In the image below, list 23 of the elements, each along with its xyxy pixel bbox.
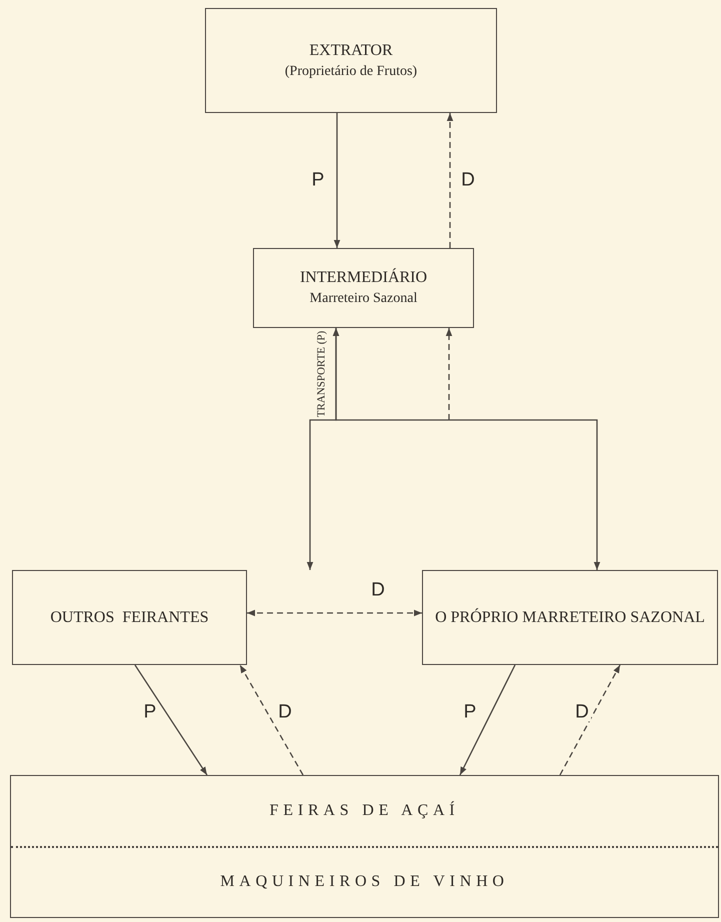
arrow <box>559 664 621 776</box>
actor-subtitle: Marreteiro Sazonal <box>310 290 418 308</box>
actor-box <box>205 8 497 113</box>
market-label: MAQUINEIROS DE VINHO <box>220 872 509 892</box>
actor-subtitle: (Proprietário de Frutos) <box>284 62 418 81</box>
arrow <box>446 113 454 248</box>
arrow <box>239 664 304 776</box>
actor-box <box>253 248 474 328</box>
market-label: FEIRAS DE AÇAÍ <box>270 800 460 821</box>
arrow <box>134 664 208 776</box>
arrow <box>334 113 340 248</box>
actor-box <box>422 570 718 665</box>
actor-box <box>12 570 247 665</box>
arrow <box>247 610 422 616</box>
edge-label: TRANSPORTE (P) <box>316 330 328 418</box>
actor-title: EXTRATOR <box>309 40 393 61</box>
actor-title: OUTROS FEIRANTES <box>50 608 209 628</box>
arrow <box>459 664 516 776</box>
arrow <box>332 328 600 570</box>
actor-title: O PRÓPRIO MARRETEIRO SAZONAL <box>435 607 705 628</box>
market-box <box>10 775 719 918</box>
actor-title: INTERMEDIÁRIO <box>300 267 428 288</box>
arrow <box>446 328 452 420</box>
